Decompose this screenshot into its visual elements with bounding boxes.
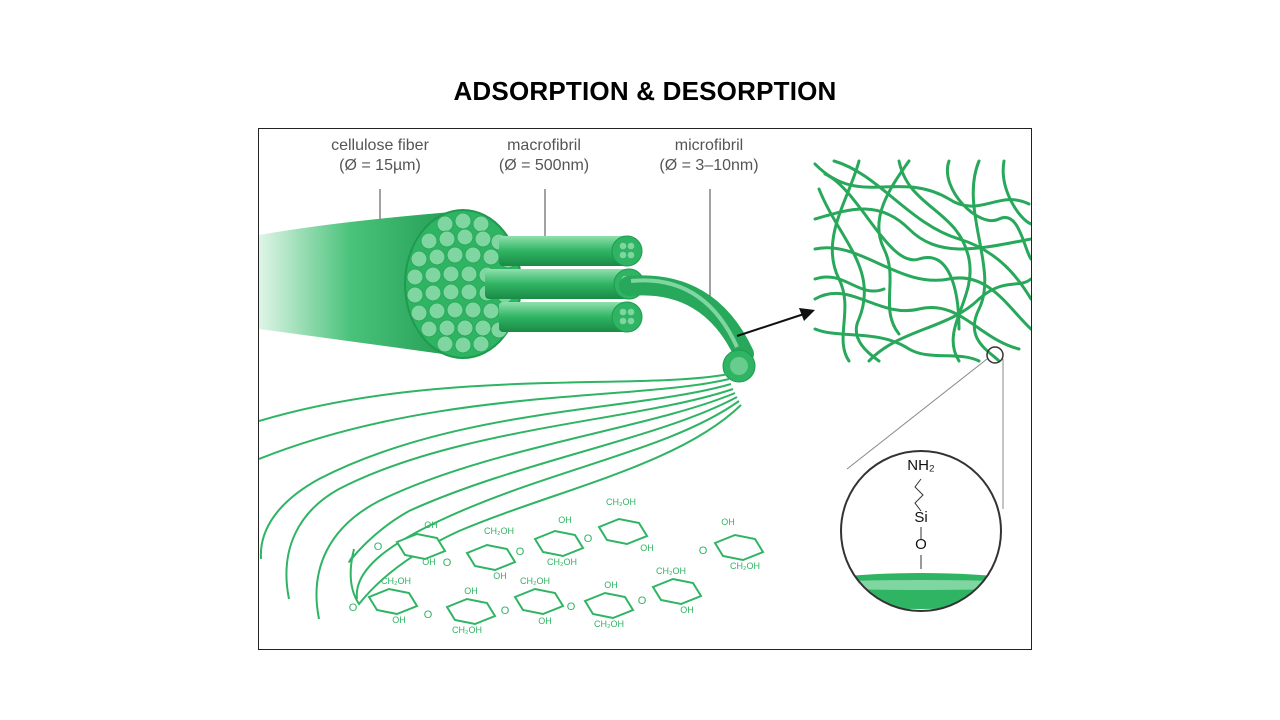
hydroxyl-label: OH [535,616,555,626]
hydroxyl-label: OH [490,571,510,581]
macrofibril-name: macrofibril [469,136,619,156]
chain-oxygen-label: O [582,529,594,549]
hydroxyl-label: OH [601,580,621,590]
microfibril-label: microfibril (Ø = 3–10nm) [629,136,789,176]
oxygen-atom-label: O [909,535,933,555]
hydroxymethyl-label: CH₂OH [601,497,641,507]
hydroxyl-label: OH [677,605,697,615]
chain-oxygen-label: O [347,598,359,618]
chain-oxygen-label: O [422,605,434,625]
chain-oxygen-label: O [514,542,526,562]
cellulose-fiber-label: cellulose fiber (Ø = 15µm) [299,136,461,176]
chain-oxygen-label: O [636,591,648,611]
arrow-line [737,314,804,336]
amine-group-label: NH₂ [899,456,943,476]
hydroxymethyl-label: CH₂OH [542,557,582,567]
silicon-atom-label: Si [907,508,935,528]
fibril-network [815,161,1031,361]
hydroxymethyl-label: CH₂OH [447,625,487,635]
cellulose-diagram [259,129,1032,650]
slide-title: ADSORPTION & DESORPTION [0,76,1280,107]
hydroxyl-label: OH [419,557,439,567]
hydroxymethyl-label: CH₂OH [589,619,629,629]
hydroxyl-label: OH [555,515,575,525]
hydroxymethyl-label: CH₂OH [479,526,519,536]
chain-oxygen-label: O [565,597,577,617]
hydroxyl-label: OH [461,586,481,596]
hydroxymethyl-label: CH₂OH [725,561,765,571]
macrofibril-rods [485,236,629,332]
cellulose-fiber-size: (Ø = 15µm) [299,156,461,176]
cellulose-structure-figure: cellulose fiber (Ø = 15µm) macrofibril (… [258,128,1032,650]
hydroxyl-label: OH [718,517,738,527]
chain-oxygen-label: O [499,601,511,621]
microfibril-name: microfibril [629,136,789,156]
hydroxymethyl-label: CH₂OH [651,566,691,576]
chain-oxygen-label: O [441,553,453,573]
hydroxymethyl-label: CH₂OH [515,576,555,586]
chain-oxygen-label: O [372,537,384,557]
zoom-indicator-circle [987,347,1003,363]
macrofibril-label: macrofibril (Ø = 500nm) [469,136,619,176]
chain-oxygen-label: O [697,541,709,561]
microfibril-size: (Ø = 3–10nm) [629,156,789,176]
hydroxyl-label: OH [389,615,409,625]
hydroxymethyl-label: CH₂OH [376,576,416,586]
macrofibril-size: (Ø = 500nm) [469,156,619,176]
hydroxyl-label: OH [637,543,657,553]
cellulose-fiber-name: cellulose fiber [299,136,461,156]
microfibril-strand [629,285,744,354]
hydroxyl-label: OH [421,520,441,530]
